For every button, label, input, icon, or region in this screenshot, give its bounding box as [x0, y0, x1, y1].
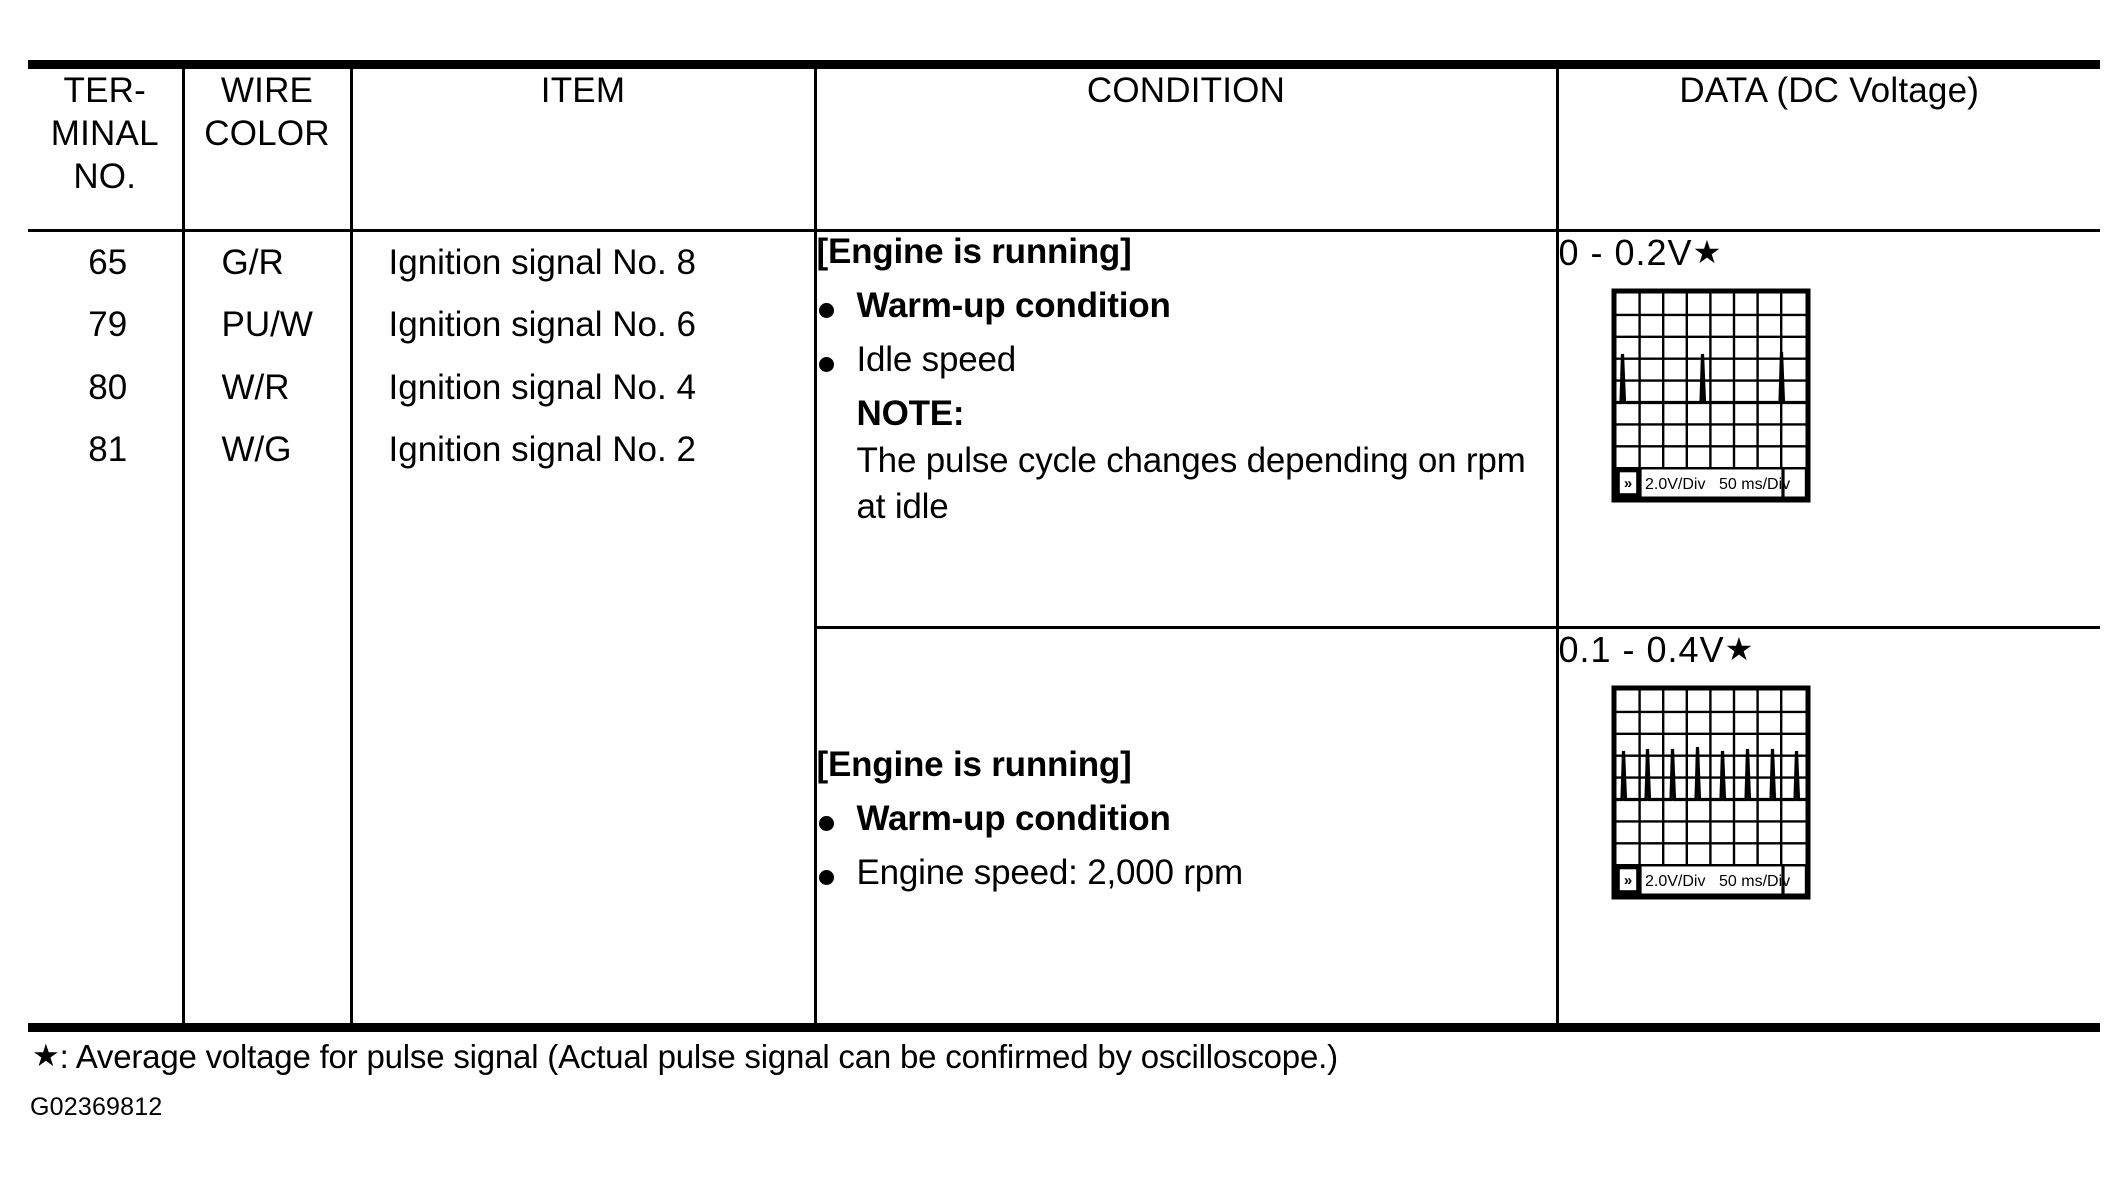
note-label: NOTE: — [856, 394, 965, 433]
condition-bullet: Engine speed: 2,000 rpm — [817, 853, 1556, 893]
condition-bullet: Warm-up condition — [817, 799, 1556, 839]
cell-data-1: 0 - 0.2V★ — [1557, 230, 2101, 629]
scope-trace-2 — [1615, 746, 1806, 802]
condition-bullet-text: Warm-up condition — [856, 799, 1171, 838]
scope-trigger-icon-2: » — [1623, 872, 1631, 889]
data-voltage-text: 0.1 - 0.4V — [1558, 629, 1725, 670]
condition-bullet-text: Engine speed: 2,000 rpm — [856, 853, 1244, 892]
condition-note: NOTE: The pulse cycle changes depending … — [817, 394, 1556, 529]
footnote: ★: Average voltage for pulse signal (Act… — [32, 1038, 1338, 1076]
scope-trigger-icon-1: » — [1623, 475, 1631, 492]
condition-title: [Engine is running] — [816, 745, 1132, 784]
oscilloscope-waveform-2: » 2.0V/Div 50 ms/Div — [1611, 685, 1811, 909]
bullet-dot-icon — [818, 870, 834, 885]
star-icon: ★ — [32, 1038, 60, 1073]
star-icon: ★ — [1692, 234, 1723, 270]
data-voltage-value-2: 0.1 - 0.4V★ — [1559, 629, 2101, 671]
scope-svg-1: » 2.0V/Div 50 ms/Div — [1611, 288, 1810, 503]
condition-bullet: Idle speed — [817, 340, 1556, 380]
oscilloscope-waveform-1: » 2.0V/Div 50 ms/Div — [1611, 288, 1811, 512]
cell-data-2: 0.1 - 0.4V★ — [1557, 628, 2100, 1024]
scope-grid-2 — [1615, 690, 1806, 867]
scope-time-div-2: 50 ms/Div — [1719, 873, 1790, 890]
figure-id: G02369812 — [30, 1093, 163, 1121]
condition-bullet-text: Warm-up condition — [856, 286, 1171, 325]
header-data: DATA (DC Voltage) — [1557, 69, 2100, 232]
scope-volts-div-1: 2.0V/Div — [1645, 476, 1705, 493]
scope-volts-div-2: 2.0V/Div — [1645, 873, 1705, 890]
item-list: Ignition signal No. 8 Ignition signal No… — [388, 243, 696, 469]
header-wire-color: WIRE COLOR — [183, 69, 353, 232]
data-voltage-text: 0 - 0.2V — [1558, 232, 1693, 273]
terminal-number-list: 65 79 80 81 — [88, 243, 128, 469]
bullet-dot-icon — [818, 816, 834, 831]
table-header-row: TER- MINAL NO. WIRE COLOR ITEM CONDITION… — [28, 69, 2100, 232]
table-bottom-rule — [28, 1023, 2100, 1032]
header-terminal-no: TER- MINAL NO. — [28, 69, 185, 232]
cell-condition-2: [Engine is running] Warm-up condition En… — [815, 627, 1559, 1023]
bullet-dot-icon — [818, 357, 834, 372]
table-row: [Engine is running] Warm-up condition En… — [28, 627, 2100, 1024]
cell-condition-1: [Engine is running] Warm-up condition Id… — [815, 230, 1559, 629]
condition-title: [Engine is running] — [816, 232, 1132, 271]
header-item: ITEM — [351, 69, 817, 232]
spec-table-container: TER- MINAL NO. WIRE COLOR ITEM CONDITION… — [28, 60, 2100, 1032]
table-row: 65 79 80 81 G/R PU/W W/R W/G Ignition si… — [28, 230, 2101, 1023]
condition-bullet-text: Idle speed — [856, 340, 1017, 379]
terminal-spec-table: TER- MINAL NO. WIRE COLOR ITEM CONDITION… — [28, 69, 2100, 1023]
footnote-text: : Average voltage for pulse signal (Actu… — [59, 1038, 1338, 1075]
condition-bullet: Warm-up condition — [817, 286, 1556, 326]
table-top-rule — [28, 60, 2100, 69]
scope-time-div-1: 50 ms/Div — [1719, 476, 1790, 493]
star-icon: ★ — [1724, 631, 1755, 667]
cell-items: Ignition signal No. 8 Ignition signal No… — [351, 230, 817, 1023]
bullet-dot-icon — [818, 303, 834, 318]
scope-grid-1 — [1615, 293, 1806, 470]
header-condition: CONDITION — [815, 69, 1559, 232]
wire-color-list: G/R PU/W W/R W/G — [221, 243, 313, 469]
data-voltage-value-1: 0 - 0.2V★ — [1559, 232, 2101, 274]
cell-terminal-numbers: 65 79 80 81 — [28, 230, 185, 1023]
cell-wire-colors: G/R PU/W W/R W/G — [183, 230, 353, 1023]
note-text: The pulse cycle changes depending on rpm… — [856, 441, 1526, 526]
scope-svg-2: » 2.0V/Div 50 ms/Div — [1611, 685, 1810, 900]
scope-trace-1 — [1615, 351, 1806, 405]
